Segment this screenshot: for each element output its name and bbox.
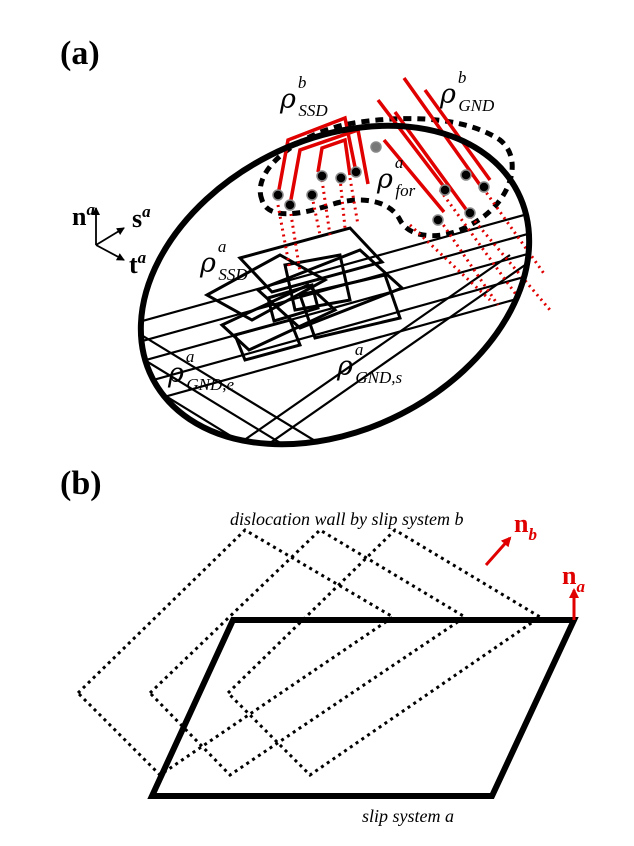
coordinate-axes: na sa ta	[72, 200, 151, 279]
ssd-loop	[298, 273, 402, 340]
ssd-loop	[219, 283, 338, 352]
intersection-dot	[370, 141, 382, 153]
intersection-dot	[272, 189, 284, 201]
panel-b: (b) dislocation wall by slip system b sl…	[60, 465, 585, 826]
gnd-line	[229, 254, 511, 451]
ssd-b-loop	[288, 127, 370, 206]
ssd-loop	[203, 253, 329, 322]
gnd-b-dotted	[481, 187, 547, 276]
gnd-line	[119, 344, 301, 456]
gnd-line	[109, 203, 561, 332]
intersection-dot	[306, 189, 318, 201]
wall-caption: dislocation wall by slip system b	[230, 509, 464, 529]
ssd-loops-a	[203, 226, 405, 362]
panel-a-label: (a)	[60, 35, 100, 72]
intersection-dot	[460, 169, 472, 181]
intersection-dot	[464, 207, 476, 219]
ssd-b-dotted	[276, 204, 292, 271]
ssd-loop	[283, 253, 352, 312]
intersection-dot	[284, 199, 296, 211]
intersection-dot	[432, 214, 444, 226]
forest-region	[257, 116, 515, 239]
gnd-b-dotted	[408, 223, 492, 302]
gnd-line-grid	[109, 203, 561, 461]
slip-plane-ellipse	[137, 122, 533, 448]
ssd-b-dotted	[310, 195, 322, 236]
intersection-dot	[439, 184, 451, 196]
ssd-b-dotted	[338, 177, 347, 229]
intersection-dots	[272, 141, 490, 226]
slip-plane-caption: slip system a	[362, 806, 454, 826]
gnd-line	[259, 264, 526, 451]
t-axis-arrow	[95, 244, 125, 261]
s-axis-label: sa	[132, 202, 151, 233]
t-axis-label: ta	[129, 248, 147, 279]
ssd-loop	[266, 283, 320, 323]
ssd-b-loop	[276, 115, 358, 196]
normal-b-arrow	[484, 536, 512, 566]
normal-b-label: nb	[514, 509, 537, 544]
gnd-b-dotted	[438, 219, 500, 306]
ssd-b-loop	[316, 137, 352, 176]
normal-a-label: na	[562, 561, 585, 596]
dislocation-wall	[75, 528, 396, 777]
gnd-b-line	[382, 138, 446, 214]
n-axis-label: na	[72, 200, 95, 231]
intersection-dot	[335, 172, 347, 184]
intersection-dot	[316, 170, 328, 182]
panel-a: (a) na sa ta	[60, 35, 561, 461]
intersection-dot	[478, 181, 490, 193]
dislocation-walls-b	[75, 528, 543, 777]
intersection-dot	[350, 166, 362, 178]
gnd-b-line	[376, 98, 447, 190]
ssd-loop	[232, 318, 303, 362]
gnd-line	[109, 265, 561, 394]
ssd-loop	[255, 248, 405, 330]
ssd-loop	[237, 226, 385, 294]
slip-plane-a	[147, 617, 579, 799]
gnd-line	[109, 285, 561, 414]
gnd-b-line	[423, 88, 492, 182]
panel-b-label: (b)	[60, 465, 102, 502]
gnd-b-dotted	[438, 189, 522, 301]
gnd-b-dotted	[465, 211, 552, 311]
ssd-b-dotted	[348, 177, 360, 226]
dislocation-wall	[225, 528, 543, 777]
gnd-line	[109, 243, 561, 372]
s-axis-arrow	[95, 227, 125, 246]
gnd-line	[119, 321, 331, 451]
dislocation-wall	[147, 528, 468, 777]
